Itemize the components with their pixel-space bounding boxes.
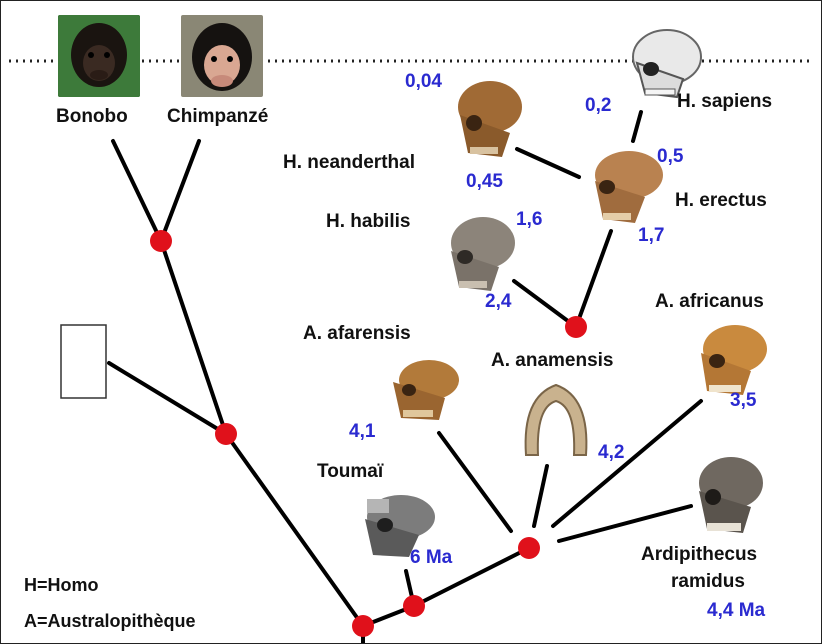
branch-bonobo — [113, 141, 161, 241]
age-africanus: 3,5 — [730, 391, 756, 410]
age-ardipithecus: 4,4 Ma — [707, 601, 765, 620]
branch-anamensis — [534, 466, 547, 526]
label-ardipithecus-line1: Ardipithecus — [641, 545, 757, 564]
branch-trunk-mid — [161, 241, 226, 434]
age-erectus-start: 1,7 — [638, 226, 664, 245]
age-sapiens: 0,2 — [585, 96, 611, 115]
age-anamensis: 4,2 — [598, 443, 624, 462]
node-panina — [150, 230, 172, 252]
afarensis-skull — [383, 354, 463, 426]
age-habilis-end: 1,6 — [516, 210, 542, 229]
branch-habilis — [514, 281, 576, 327]
label-bonobo: Bonobo — [56, 107, 128, 126]
legend-homo: H=Homo — [24, 576, 99, 594]
branch-sapiens — [633, 112, 641, 141]
node-toumai — [403, 595, 425, 617]
label-africanus: A. africanus — [655, 292, 764, 311]
label-chimpanzee: Chimpanzé — [167, 107, 268, 126]
africanus-skull — [691, 319, 771, 401]
branch-ardipithecus — [559, 506, 691, 541]
legend-australopithecus: A=Australopithèque — [24, 612, 196, 630]
age-habilis-start: 2,4 — [485, 292, 511, 311]
node-hominid — [518, 537, 540, 559]
branch-homo-stem — [576, 231, 611, 327]
label-ardipithecus-line2: ramidus — [671, 572, 745, 591]
label-erectus: H. erectus — [675, 191, 767, 210]
age-afarensis: 4,1 — [349, 422, 375, 441]
branch-chimpanzee — [161, 141, 199, 241]
label-toumai: Toumaï — [317, 462, 383, 481]
habilis-skull — [441, 213, 519, 295]
branch-unknown — [109, 363, 226, 434]
age-erectus-end: 0,5 — [657, 147, 683, 166]
branch-afarensis — [439, 433, 511, 531]
label-habilis: H. habilis — [326, 212, 410, 231]
neanderthal-skull — [452, 77, 526, 161]
node-root — [352, 615, 374, 637]
ardipithecus-skull — [689, 453, 769, 537]
empty-ancestor-box — [61, 325, 106, 398]
age-neanderthal-start: 0,45 — [466, 172, 503, 191]
label-afarensis: A. afarensis — [303, 324, 411, 343]
label-neanderthal: H. neanderthal — [283, 153, 415, 172]
age-neanderthal-end: 0,04 — [405, 72, 442, 91]
label-anamensis: A. anamensis — [491, 351, 614, 370]
node-hominini — [215, 423, 237, 445]
anamensis-jaw — [516, 377, 596, 459]
bonobo-photo — [58, 15, 140, 97]
erectus-skull — [583, 145, 667, 227]
node-homo — [565, 316, 587, 338]
label-sapiens: H. sapiens — [677, 92, 772, 111]
chimpanzee-photo — [181, 15, 263, 97]
branch-neanderthal — [517, 149, 579, 177]
age-toumai: 6 Ma — [410, 548, 452, 567]
